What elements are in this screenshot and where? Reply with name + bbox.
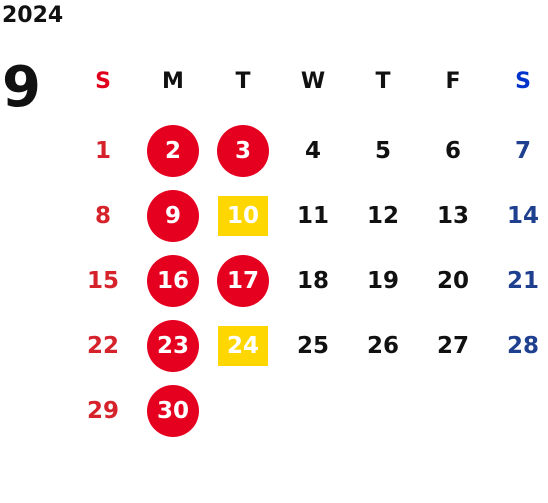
- weekday-thu: T: [375, 68, 391, 94]
- day-cell: 12: [348, 191, 418, 241]
- day-number: 16: [147, 255, 199, 307]
- day-cell: 8: [68, 191, 138, 241]
- year-label: 2024: [2, 3, 64, 28]
- weekday-wed: W: [300, 68, 326, 94]
- day-cell: 6: [418, 126, 488, 176]
- day-cell: 14: [488, 191, 548, 241]
- day-number: 17: [217, 255, 269, 307]
- day-cell: 13: [418, 191, 488, 241]
- day-number: 6: [444, 138, 461, 164]
- day-number: 20: [436, 268, 469, 294]
- day-cell: 2: [138, 125, 208, 177]
- day-number: [217, 385, 269, 437]
- day-number: 5: [374, 138, 391, 164]
- day-number: [287, 385, 339, 437]
- day-cell: 11: [278, 191, 348, 241]
- day-cell: 29: [68, 386, 138, 436]
- day-number: 21: [506, 268, 539, 294]
- day-cell: 21: [488, 256, 548, 306]
- day-number: 9: [147, 190, 199, 242]
- day-cell: 3: [208, 125, 278, 177]
- day-cell: 24: [208, 321, 278, 371]
- day-number: 29: [86, 398, 119, 424]
- weekday-sun: S: [95, 68, 111, 94]
- day-cell: 10: [208, 191, 278, 241]
- weekday-tue: T: [235, 68, 251, 94]
- day-number: 18: [296, 268, 329, 294]
- day-cell: 15: [68, 256, 138, 306]
- day-number: 3: [217, 125, 269, 177]
- week-row: 22 23 24 25 26 27 28: [68, 320, 548, 372]
- day-cell: 19: [348, 256, 418, 306]
- day-number: 7: [514, 138, 531, 164]
- month-number: 9: [2, 55, 41, 120]
- week-row: 8 9 10 11 12 13 14: [68, 190, 548, 242]
- day-cell: [208, 386, 278, 436]
- day-number: 19: [366, 268, 399, 294]
- day-cell: [488, 386, 548, 436]
- day-number: [497, 385, 548, 437]
- day-number: 27: [436, 333, 469, 359]
- day-cell: 16: [138, 255, 208, 307]
- weekday-sat: S: [515, 68, 531, 94]
- day-cell: 1: [68, 126, 138, 176]
- day-cell: 25: [278, 321, 348, 371]
- day-cell: 20: [418, 256, 488, 306]
- day-cell: 22: [68, 321, 138, 371]
- day-number: 13: [436, 203, 469, 229]
- week-row: 15 16 17 18 19 20 21: [68, 255, 548, 307]
- day-cell: [418, 386, 488, 436]
- day-cell: 7: [488, 126, 548, 176]
- weekday-header: S M T W T F S: [68, 56, 548, 106]
- day-cell: 9: [138, 190, 208, 242]
- day-number: 11: [296, 203, 329, 229]
- day-cell: [278, 386, 348, 436]
- day-cell: 27: [418, 321, 488, 371]
- day-cell: 5: [348, 126, 418, 176]
- day-number: 28: [506, 333, 539, 359]
- day-number: 15: [86, 268, 119, 294]
- day-cell: 23: [138, 320, 208, 372]
- day-number: 26: [366, 333, 399, 359]
- day-number: 4: [304, 138, 321, 164]
- day-number: 8: [94, 203, 111, 229]
- day-number: 22: [86, 333, 119, 359]
- day-cell: 30: [138, 385, 208, 437]
- day-cell: 18: [278, 256, 348, 306]
- day-cell: 17: [208, 255, 278, 307]
- day-cell: 4: [278, 126, 348, 176]
- day-cell: [348, 386, 418, 436]
- day-number: 10: [218, 196, 268, 236]
- weekday-mon: M: [162, 68, 184, 94]
- day-number: 25: [296, 333, 329, 359]
- day-number: 12: [366, 203, 399, 229]
- day-number: 1: [94, 138, 111, 164]
- day-number: [427, 385, 479, 437]
- weekday-fri: F: [445, 68, 461, 94]
- day-number: 14: [506, 203, 539, 229]
- day-number: 24: [218, 326, 268, 366]
- week-row: 29 30: [68, 385, 548, 437]
- day-cell: 26: [348, 321, 418, 371]
- day-number: 23: [147, 320, 199, 372]
- day-number: [357, 385, 409, 437]
- day-number: 30: [147, 385, 199, 437]
- day-number: 2: [147, 125, 199, 177]
- day-cell: 28: [488, 321, 548, 371]
